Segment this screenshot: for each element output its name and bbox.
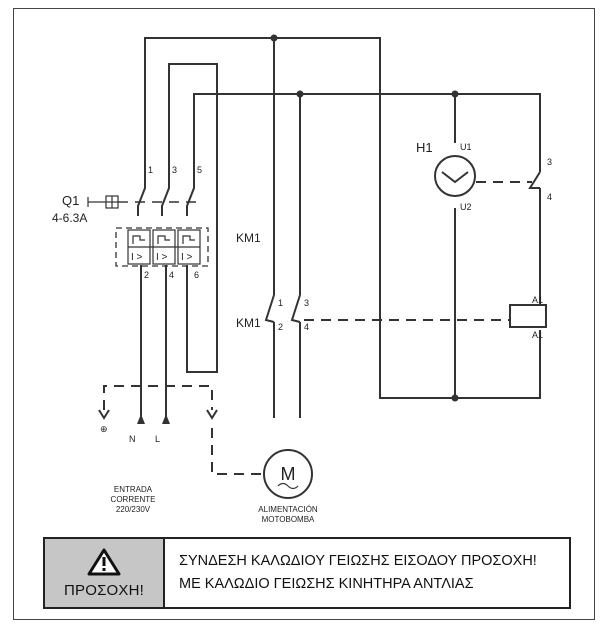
km1-contacts-label: KM1	[236, 316, 261, 330]
trip-label-1: I >	[131, 252, 143, 263]
km1-terminal-2: 2	[278, 322, 283, 332]
trip-label-2: I >	[156, 252, 168, 263]
coil-terminal-a2: A1	[532, 330, 543, 340]
breaker-blade-2	[161, 178, 170, 216]
warning-line-2: ΜΕ ΚΑΛΩΔΙΟ ΓΕΙΩΣΗΣ ΚΙΝΗΤΗΡΑ ΑΝΤΛΙΑΣ	[179, 576, 474, 592]
supply-arrow-l	[162, 414, 170, 424]
junction-dots	[270, 34, 459, 402]
warning-left-panel: ΠΡΟΣΟΧΗ!	[45, 539, 165, 607]
supply-label-line3: 220/230V	[116, 505, 151, 514]
motor-circle	[263, 449, 313, 499]
breaker-blade-1	[137, 178, 146, 216]
power-supply: ⊕ N L ENTRADA CORRENTE 220/230V	[98, 385, 218, 514]
meter-h1: H1 U1 U2	[416, 140, 532, 212]
contactor-km1: KM1 KM1 1 3 2 4	[236, 231, 510, 332]
motor-ground-dashed	[211, 428, 264, 475]
warning-box: ΠΡΟΣΟΧΗ! ΣΥΝΔΕΣΗ ΚΑΛΩΔΙΟΥ ΓΕΙΩΣΗΣ ΕΙΣΟΔΟ…	[43, 537, 571, 609]
warning-triangle-icon	[87, 548, 121, 575]
wire-line5	[193, 93, 541, 178]
motor-ac-symbol	[277, 482, 299, 490]
ground-dashed-line	[103, 385, 213, 410]
supply-terminal-l: L	[155, 434, 160, 444]
thermal-symbol-2	[157, 235, 170, 244]
diagram-frame	[13, 8, 595, 620]
switch-terminal-4: 4	[547, 192, 552, 202]
junction-dot	[270, 34, 278, 42]
meter-label: H1	[416, 140, 433, 155]
km1-terminal-4: 4	[304, 322, 309, 332]
supply-label-line1: ENTRADA	[114, 485, 153, 494]
thermal-symbol-3	[182, 235, 195, 244]
wire-top-loop	[144, 37, 541, 399]
supply-arrow-n	[137, 414, 145, 424]
junction-dot	[451, 394, 459, 402]
breaker-terminal-1: 1	[148, 165, 153, 175]
junction-dot	[451, 90, 459, 98]
coil-rect	[509, 304, 547, 328]
trip-label-3: I >	[181, 252, 193, 263]
meter-terminal-u1: U1	[460, 142, 472, 152]
motor: M ALIMENTACIÓN MOTOBOMBA	[211, 428, 318, 524]
meter-terminal-u2: U2	[460, 202, 472, 212]
breaker-terminal-2: 2	[144, 270, 149, 280]
km1-contact-2	[290, 294, 301, 323]
main-wires	[140, 37, 541, 418]
warning-line-1: ΣΥΝΔΕΣΗ ΚΑΛΩΔΙΟΥ ΓΕΙΩΣΗΣ ΕΙΣΟΔΟΥ ΠΡΟΣΟΧΗ…	[179, 553, 537, 569]
breaker-q1: Q1 4-6.3A 1 3 5 I > I > I > 2 4 6	[52, 165, 209, 280]
coil-terminal-a1: A1	[532, 295, 543, 305]
breaker-label: Q1	[62, 193, 79, 208]
ground-arrow-right	[206, 409, 218, 420]
motor-label-line2: MOTOBOMBA	[262, 515, 315, 524]
breaker-terminal-6: 6	[194, 270, 199, 280]
km1-terminal-1: 1	[278, 298, 283, 308]
wire-line3-loop	[168, 63, 218, 373]
ground-symbol: ⊕	[100, 424, 108, 434]
breaker-terminal-4: 4	[169, 270, 174, 280]
km1-terminal-3: 3	[304, 298, 309, 308]
supply-label-line2: CORRENTE	[111, 495, 156, 504]
warning-title: ΠΡΟΣΟΧΗ!	[63, 581, 145, 599]
meter-hand-icon	[441, 171, 469, 184]
timer-switch: 3 4	[528, 157, 552, 202]
breaker-rating: 4-6.3A	[52, 211, 87, 225]
thermal-symbol-1	[132, 235, 145, 244]
switch-terminal-3: 3	[547, 157, 552, 167]
breaker-terminal-5: 5	[197, 165, 202, 175]
breaker-terminal-3: 3	[172, 165, 177, 175]
breaker-blade-3	[186, 178, 195, 216]
breaker-trip-housing	[115, 227, 209, 267]
motor-symbol: M	[281, 464, 296, 484]
contactor-coil: A1 A1	[509, 295, 547, 340]
ground-arrow-left	[98, 409, 110, 420]
junction-dot	[296, 90, 304, 98]
motor-label-line1: ALIMENTACIÓN	[258, 505, 318, 514]
meter-circle	[434, 155, 476, 197]
supply-terminal-n: N	[129, 434, 136, 444]
switch-blade	[528, 171, 541, 189]
km1-contact-1	[264, 294, 275, 323]
warning-message: ΣΥΝΔΕΣΗ ΚΑΛΩΔΙΟΥ ΓΕΙΩΣΗΣ ΕΙΣΟΔΟΥ ΠΡΟΣΟΧΗ…	[165, 539, 569, 607]
km1-coil-label: KM1	[236, 231, 261, 245]
